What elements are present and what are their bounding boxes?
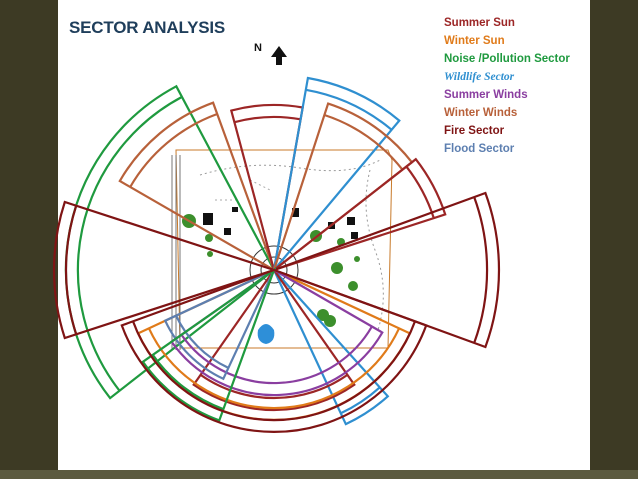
north-arrow-icon xyxy=(271,46,287,65)
legend-item-flood: Flood Sector xyxy=(444,143,515,155)
winter-winds-sector-ne xyxy=(271,102,414,274)
legend-item-summer-sun: Summer Sun xyxy=(444,17,515,29)
legend-item-wildlife: Wildlife Sector xyxy=(444,71,515,83)
center-rings xyxy=(249,245,299,295)
legend: Summer Sun Winter Sun Noise /Pollution S… xyxy=(444,14,570,158)
sectors-group xyxy=(52,76,501,434)
fire-sector-west xyxy=(52,200,278,340)
summer-winds-sector xyxy=(170,268,384,397)
page-title: SECTOR ANALYSIS xyxy=(69,18,226,37)
winter-winds-sector xyxy=(118,101,277,273)
bottom-band xyxy=(0,470,638,479)
wildlife-sector-se xyxy=(273,269,390,426)
legend-item-winter-sun: Winter Sun xyxy=(444,35,505,47)
flood-sector xyxy=(163,267,277,381)
legend-item-winter-winds: Winter Winds xyxy=(444,107,518,119)
summer-sun-sector-south xyxy=(192,268,356,412)
legend-item-summer-winds: Summer Winds xyxy=(444,89,528,101)
summer-sun-sector-ne xyxy=(273,157,447,272)
legend-item-noise-pollution: Noise /Pollution Sector xyxy=(444,53,570,65)
noise-pollution-sector-sw xyxy=(141,267,277,422)
north-label: N xyxy=(254,42,262,54)
fire-sector-south xyxy=(120,268,428,434)
fire-sector-east xyxy=(270,191,501,349)
pond xyxy=(257,324,275,344)
legend-item-fire: Fire Sector xyxy=(444,125,505,137)
noise-pollution-sector xyxy=(64,84,276,400)
wildlife-sector xyxy=(272,76,401,274)
summer-sun-sector-north xyxy=(229,103,304,271)
